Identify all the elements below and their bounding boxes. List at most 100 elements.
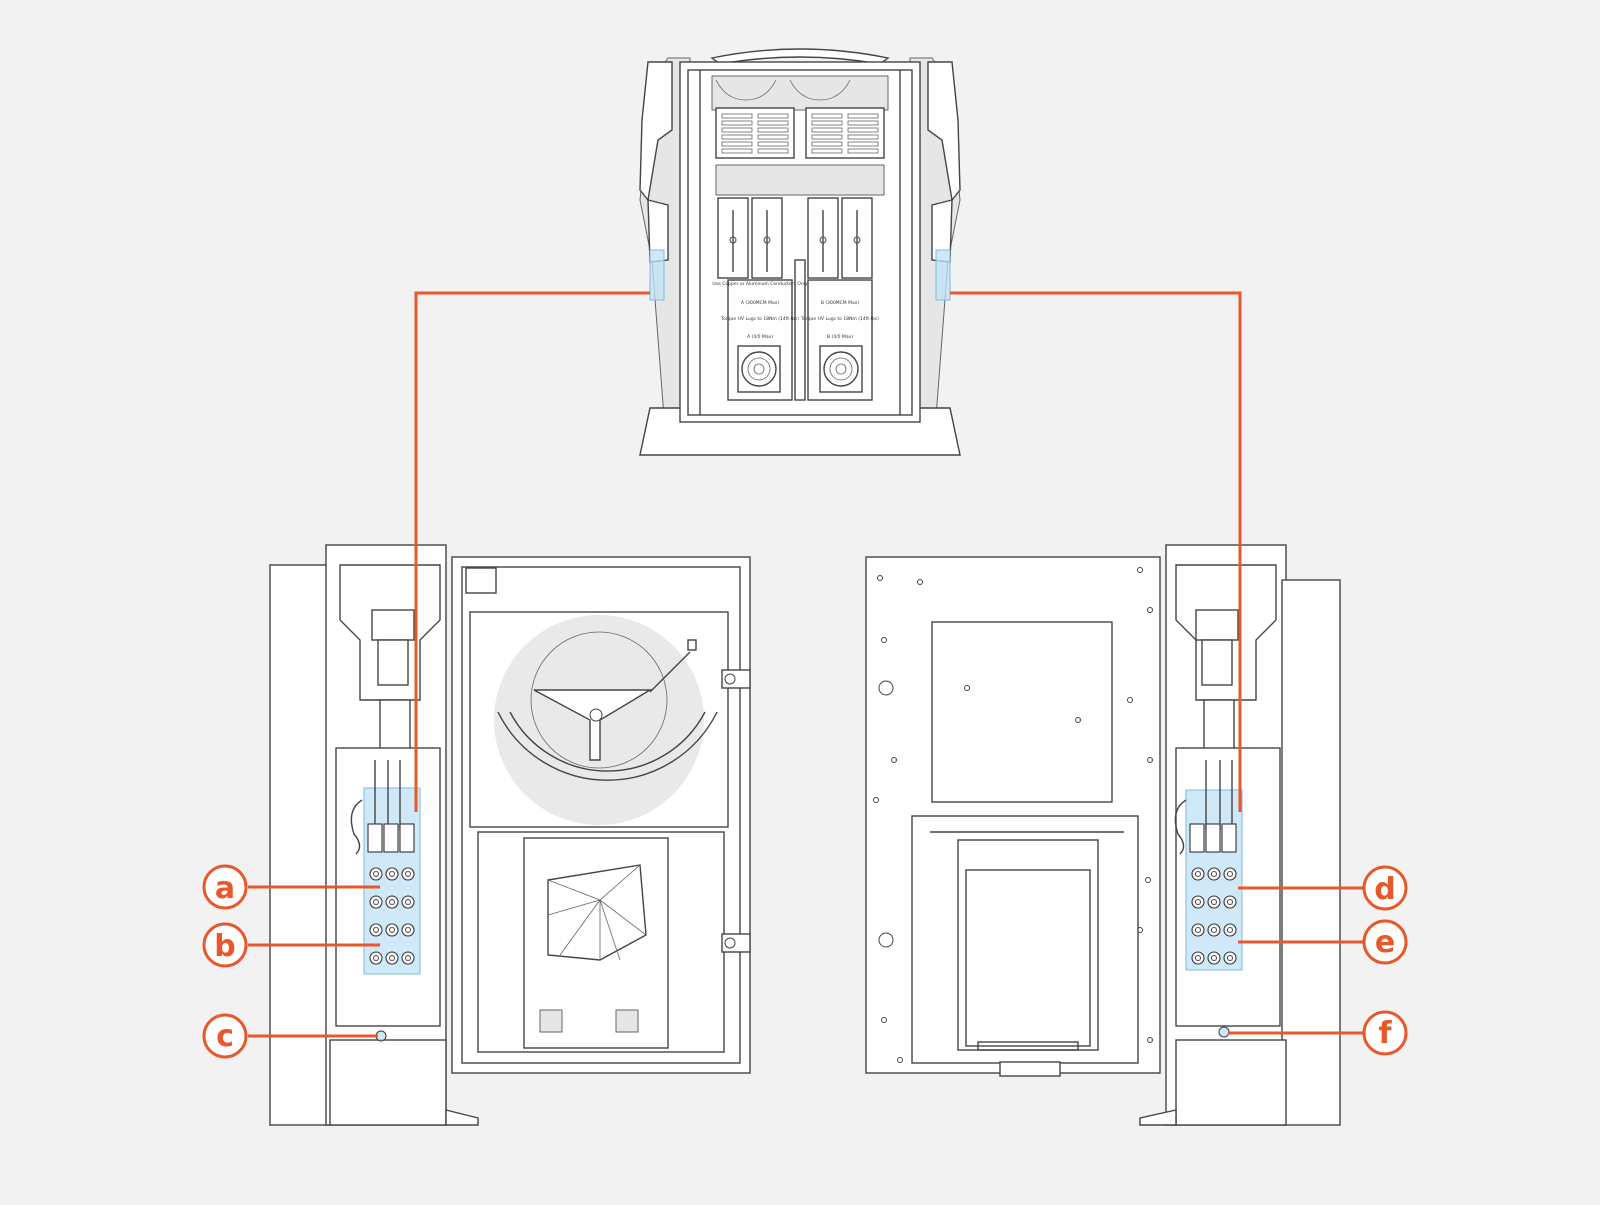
right-unit — [865, 544, 1341, 1126]
terminal-bolt — [373, 955, 379, 961]
terminal-bolt — [1211, 899, 1217, 905]
terminal-lug — [369, 895, 383, 909]
terminal-lug — [385, 923, 399, 937]
callout-c: c — [202, 1013, 248, 1059]
terminal-lug — [1191, 951, 1205, 965]
terminal-lug — [1223, 923, 1237, 937]
terminal-lug — [1207, 951, 1221, 965]
terminal-lug — [401, 951, 415, 965]
terminal-bolt — [1227, 955, 1233, 961]
fuse-slot — [721, 113, 753, 119]
fuse-slot — [757, 134, 789, 140]
label-torque-a: Torque HV Lugs to 18Nm (14ft-lbs) — [720, 316, 799, 322]
fan-icon — [737, 345, 781, 393]
fuse-slot — [847, 134, 879, 140]
terminal-lug — [1223, 895, 1237, 909]
callout-letter-e: e — [1375, 925, 1395, 960]
terminal-bolt — [1227, 927, 1233, 933]
terminal-lug — [1207, 923, 1221, 937]
mounting-hole — [891, 757, 897, 763]
terminal-lug — [401, 923, 415, 937]
mounting-hole — [877, 575, 883, 581]
callout-a: a — [202, 864, 248, 910]
terminal-bolt — [405, 927, 411, 933]
callout-b: b — [202, 922, 248, 968]
callout-letter-f: f — [1378, 1016, 1392, 1051]
fuse-slot — [757, 113, 789, 119]
fuse-slot — [811, 148, 843, 154]
left-feed-wire — [414, 291, 650, 812]
label-torque-b: Torque HV Lugs to 18Nm (14ft-lbs) — [800, 316, 879, 322]
fuse-slot — [757, 148, 789, 154]
terminal-lug — [385, 867, 399, 881]
terminal-bolt — [1227, 899, 1233, 905]
terminal-lug — [1191, 867, 1205, 881]
terminal-bolt — [389, 871, 395, 877]
mounting-hole — [1147, 757, 1153, 763]
fuse-slot — [721, 134, 753, 140]
terminal-lug — [1191, 923, 1205, 937]
top-unit: Use Copper or Aluminum Conductors Only A… — [638, 48, 962, 456]
terminal-bolt — [405, 955, 411, 961]
terminal-bolt — [389, 899, 395, 905]
callout-letter-c: c — [216, 1019, 234, 1054]
callout-letter-a: a — [215, 871, 235, 906]
mounting-hole — [1137, 567, 1143, 573]
fuse-slot — [757, 120, 789, 126]
terminal-lug — [1191, 895, 1205, 909]
fuse-slot — [721, 120, 753, 126]
fuse-slot — [811, 120, 843, 126]
fuse-slot — [811, 113, 843, 119]
terminal-lug — [369, 923, 383, 937]
terminal-bolt — [1195, 899, 1201, 905]
right-feed-wire — [950, 291, 1242, 812]
terminal-lug — [369, 867, 383, 881]
fuse-slot — [847, 141, 879, 147]
fan-icon — [819, 345, 863, 393]
terminal-bolt — [1195, 955, 1201, 961]
terminal-bolt — [1195, 927, 1201, 933]
mounting-hole — [1147, 607, 1153, 613]
terminal-lug — [385, 895, 399, 909]
terminal-bolt — [389, 927, 395, 933]
left-unit — [269, 544, 751, 1126]
callout-d: d — [1362, 865, 1408, 911]
fuse-slot — [721, 141, 753, 147]
terminal-lug — [401, 895, 415, 909]
terminal-bolt — [373, 927, 379, 933]
terminal-bolt — [373, 871, 379, 877]
fuse-slot — [811, 127, 843, 133]
mounting-hole — [873, 797, 879, 803]
fuse-slot — [847, 127, 879, 133]
terminal-lug — [401, 867, 415, 881]
wiring-lines — [248, 291, 1363, 1038]
fuse-slot — [847, 148, 879, 154]
fuse-slot — [847, 120, 879, 126]
mounting-hole — [1127, 697, 1133, 703]
mounting-hole — [881, 637, 887, 643]
terminal-lug — [369, 951, 383, 965]
fuse-slot — [811, 141, 843, 147]
label-a-small: A (4/0 Max) — [747, 334, 773, 340]
terminal-lug — [1207, 867, 1221, 881]
mounting-hole — [1145, 877, 1151, 883]
fuse-slot — [847, 113, 879, 119]
terminal-bolt — [389, 955, 395, 961]
callout-e: e — [1362, 919, 1408, 965]
fuse-slot — [757, 127, 789, 133]
terminal-bolt — [1227, 871, 1233, 877]
mounting-hole — [881, 1017, 887, 1023]
callout-letter-b: b — [214, 929, 235, 964]
fuse-slot — [811, 134, 843, 140]
terminal-bolt — [405, 871, 411, 877]
terminal-bolt — [1195, 871, 1201, 877]
callout-f: f — [1362, 1010, 1408, 1056]
terminal-lug — [1223, 867, 1237, 881]
mounting-hole — [897, 1057, 903, 1063]
terminal-bolt — [1211, 871, 1217, 877]
label-b-main: B (300MCM Max) — [821, 300, 860, 306]
fuse-slot — [721, 127, 753, 133]
mounting-hole — [917, 579, 923, 585]
terminal-bolt — [1211, 927, 1217, 933]
